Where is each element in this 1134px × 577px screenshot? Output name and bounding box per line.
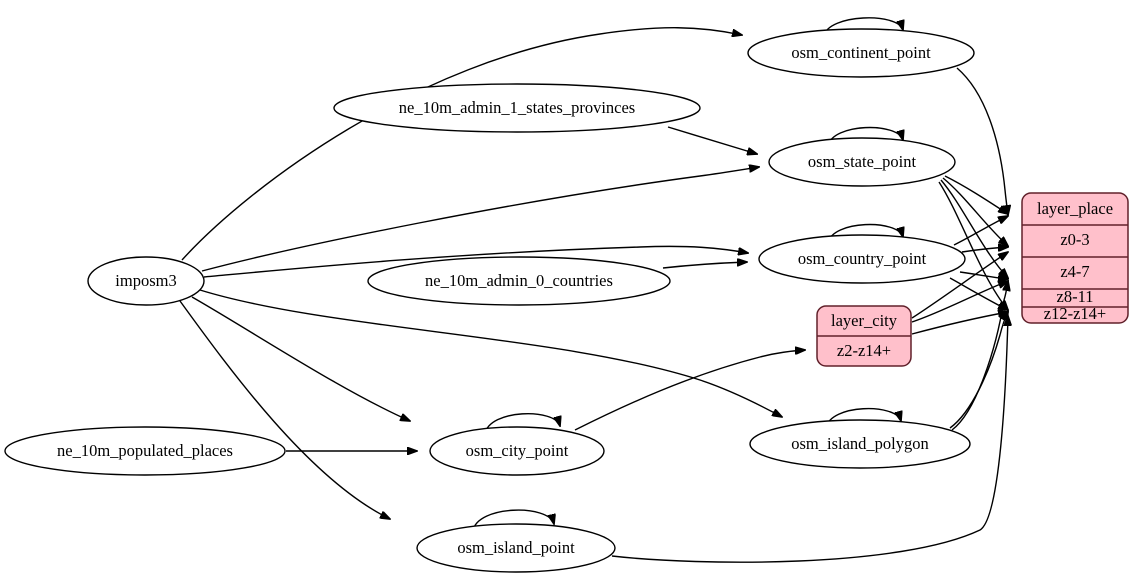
node-layer_city[interactable]: layer_city z2-z14+ bbox=[816, 305, 912, 367]
record-row-title: layer_city bbox=[831, 311, 898, 330]
node-label: ne_10m_admin_0_countries bbox=[425, 271, 613, 290]
edge-imposm3-to-osm_island_point bbox=[179, 300, 390, 519]
edge-self-loop-osm_city_point bbox=[484, 413, 560, 435]
node-osm_island_point[interactable]: osm_island_point bbox=[416, 523, 616, 573]
record-row-z2-z14plus[interactable]: z2-z14+ bbox=[837, 341, 891, 360]
node-label: osm_continent_point bbox=[791, 43, 931, 62]
edge-imposm3-to-osm_continent_point bbox=[181, 27, 742, 261]
record-nodes-layer: layer_place z0-3 z4-7 z8-11 z12-z14+ lay… bbox=[816, 192, 1129, 367]
node-osm_country_point[interactable]: osm_country_point bbox=[758, 234, 966, 284]
edge-osm_continent_point-to-layer_place-z0-3 bbox=[956, 67, 1008, 215]
edge-layer_city-to-layer_place-z4-7 bbox=[911, 252, 1008, 319]
node-label: osm_island_point bbox=[457, 538, 575, 557]
record-row-z8-11[interactable]: z8-11 bbox=[1057, 287, 1094, 306]
node-label: osm_state_point bbox=[808, 152, 917, 171]
edge-osm_state_point-to-layer_place-z4-7 bbox=[942, 177, 1008, 246]
record-row-z0-3[interactable]: z0-3 bbox=[1060, 230, 1089, 249]
edge-osm_state_point-to-layer_place-z8-11 bbox=[940, 179, 1008, 278]
node-osm_continent_point[interactable]: osm_continent_point bbox=[747, 28, 975, 78]
node-ne_10m_admin_1_states_provinces[interactable]: ne_10m_admin_1_states_provinces bbox=[333, 83, 701, 133]
edge-ne_10m_admin_1_states_provinces-to-osm_state_point bbox=[667, 126, 757, 154]
node-ne_10m_populated_places[interactable]: ne_10m_populated_places bbox=[4, 426, 286, 476]
edge-osm_country_point-to-layer_place-z8-11 bbox=[959, 271, 1008, 279]
edge-osm_state_point-to-layer_place-z12-z14+ bbox=[938, 181, 1008, 310]
node-osm_island_polygon[interactable]: osm_island_polygon bbox=[749, 419, 971, 469]
node-layer_place[interactable]: layer_place z0-3 z4-7 z8-11 z12-z14+ bbox=[1021, 192, 1129, 324]
record-row-title: layer_place bbox=[1037, 199, 1113, 218]
nodes-layer: imposm3 ne_10m_admin_1_states_provinces … bbox=[4, 28, 975, 573]
edge-imposm3-to-osm_state_point bbox=[201, 167, 759, 272]
edge-self-loop-osm_island_point bbox=[472, 509, 554, 532]
edge-imposm3-to-osm_island_polygon bbox=[199, 289, 782, 417]
edge-osm_island_polygon-to-layer_place-z12-z14+ bbox=[949, 311, 1008, 429]
node-osm_state_point[interactable]: osm_state_point bbox=[768, 137, 956, 187]
edge-osm_country_point-to-layer_place-z4-7 bbox=[961, 247, 1008, 253]
node-label: osm_country_point bbox=[798, 249, 927, 268]
node-label: osm_island_polygon bbox=[791, 434, 929, 453]
node-osm_city_point[interactable]: osm_city_point bbox=[429, 426, 605, 476]
node-ne_10m_admin_0_countries[interactable]: ne_10m_admin_0_countries bbox=[367, 256, 671, 306]
node-label: ne_10m_populated_places bbox=[57, 441, 233, 460]
edge-ne_10m_admin_0_countries-to-osm_country_point bbox=[662, 262, 747, 269]
node-label: imposm3 bbox=[115, 271, 176, 290]
node-label: ne_10m_admin_1_states_provinces bbox=[399, 98, 635, 117]
edge-osm_country_point-to-layer_place-z0-3 bbox=[953, 216, 1008, 246]
edge-imposm3-to-osm_city_point bbox=[191, 296, 410, 421]
node-imposm3[interactable]: imposm3 bbox=[87, 256, 205, 306]
edge-osm_state_point-to-layer_place-z0-3 bbox=[944, 175, 1008, 214]
edge-layer_city-to-layer_place-z8-11 bbox=[911, 281, 1008, 323]
edge-osm_island_point-to-layer_place-z12-z14+ bbox=[611, 316, 1008, 563]
edge-osm_island_polygon-to-layer_place-z8-11 bbox=[951, 281, 1008, 431]
edge-osm_city_point-to-layer_city-z2-z14+ bbox=[574, 350, 805, 431]
record-row-z4-7[interactable]: z4-7 bbox=[1060, 262, 1089, 281]
node-label: osm_city_point bbox=[466, 441, 569, 460]
edge-layer_city-to-layer_place-z12-z14+ bbox=[911, 312, 1008, 335]
record-row-z12-z14plus[interactable]: z12-z14+ bbox=[1044, 304, 1106, 323]
edge-imposm3-to-osm_country_point bbox=[203, 245, 748, 278]
